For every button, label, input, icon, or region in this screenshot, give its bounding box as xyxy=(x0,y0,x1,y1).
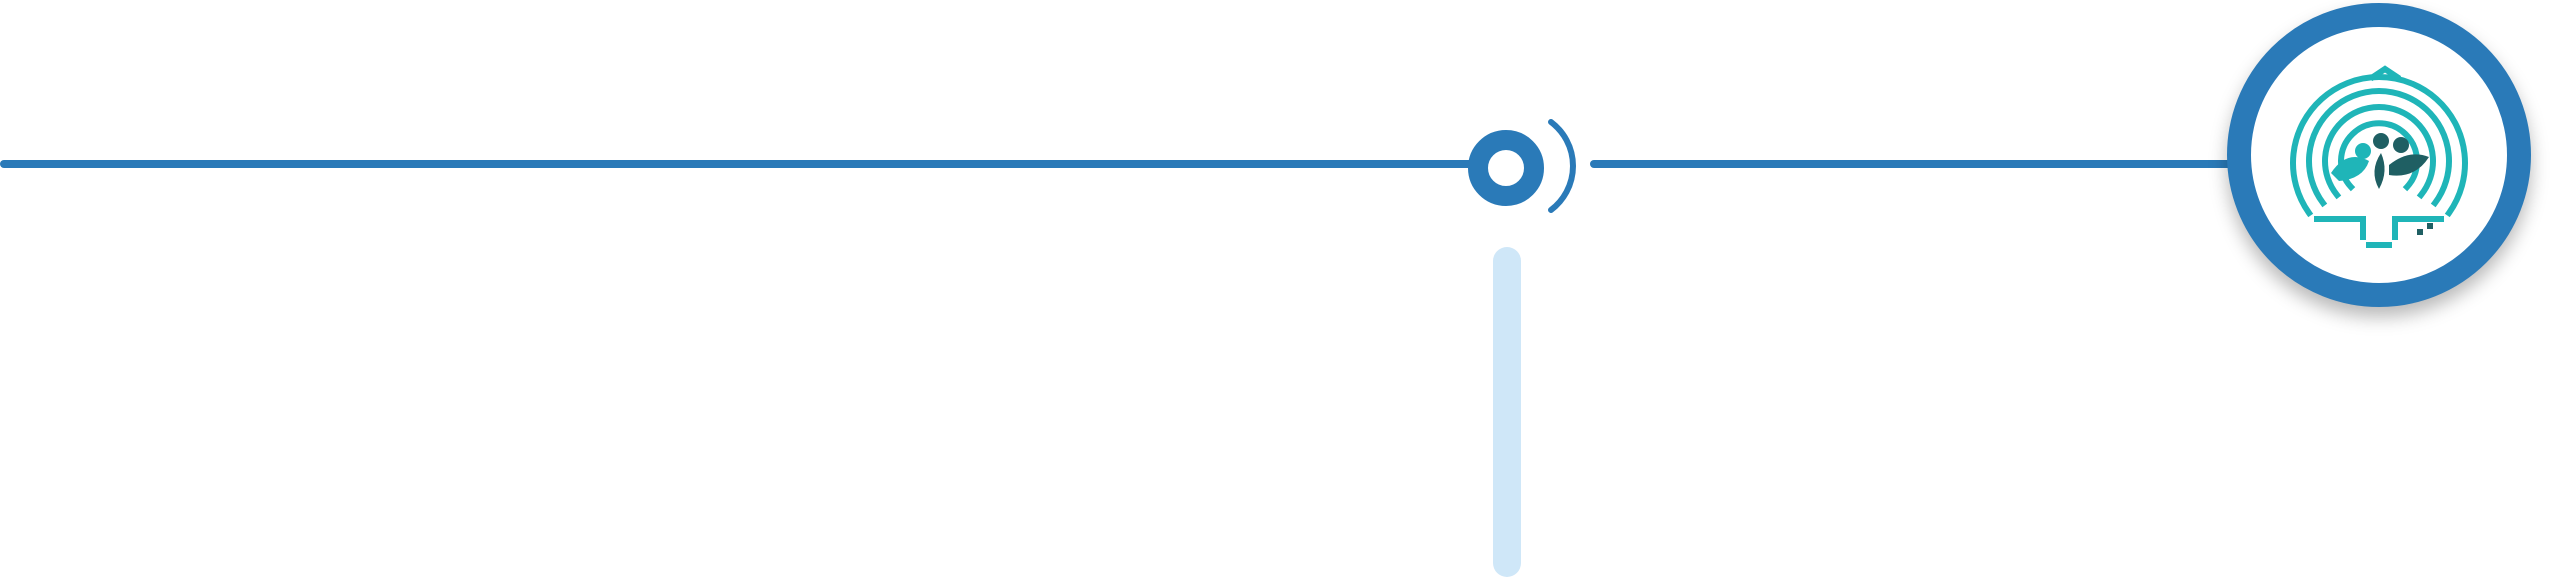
timeline-line-left xyxy=(0,160,1488,168)
logo-badge[interactable] xyxy=(2227,3,2531,307)
timeline-node-icon[interactable] xyxy=(1468,130,1544,206)
vertical-connector xyxy=(1493,247,1521,577)
timeline-line-right xyxy=(1590,160,2240,168)
circular-maze-logo-icon xyxy=(2290,65,2468,248)
sound-arc-icon xyxy=(1548,119,1576,213)
